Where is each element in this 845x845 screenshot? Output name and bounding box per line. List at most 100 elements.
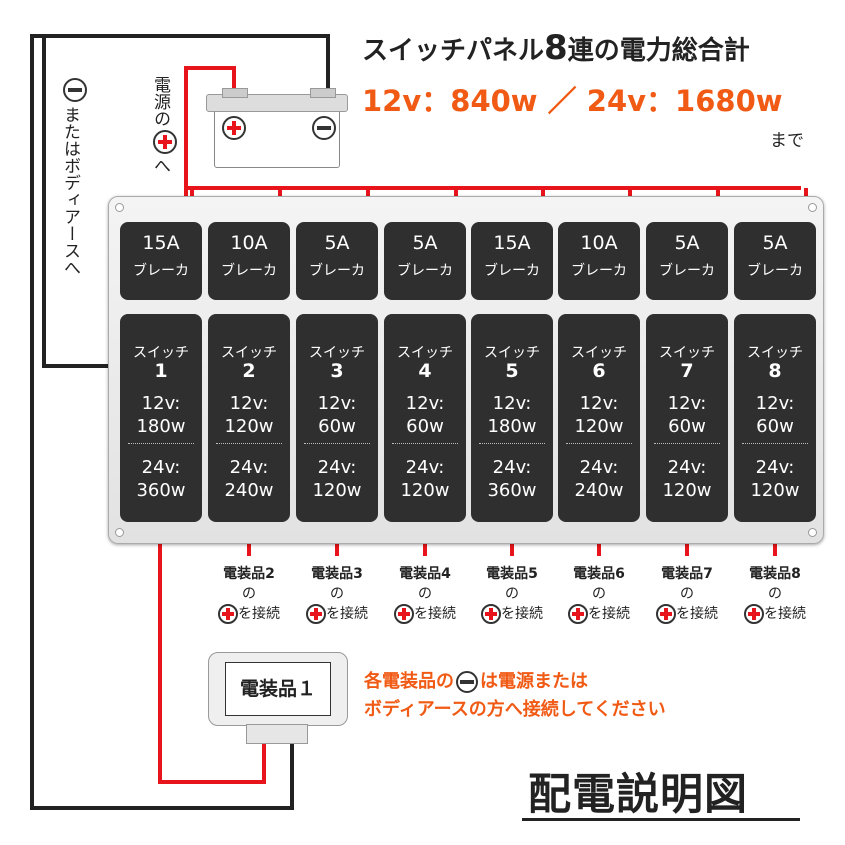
power-12v: 12v:120w bbox=[574, 393, 624, 437]
breaker-1: 15A ブレーカ bbox=[120, 222, 202, 300]
battery-top bbox=[206, 94, 348, 112]
switch-3: スイッチ 3 12v:60w 24v:120w bbox=[296, 314, 378, 522]
battery bbox=[206, 88, 348, 168]
connect-text: を接続 bbox=[588, 606, 630, 622]
connect-text: を接続 bbox=[238, 606, 280, 622]
breaker-amp: 5A bbox=[674, 232, 700, 254]
connection-label-6: 電装品6 の を接続 bbox=[556, 564, 642, 624]
device-name: 電装品5 bbox=[486, 566, 538, 582]
power-12v: 12v:60w bbox=[667, 393, 707, 437]
big-title-underline bbox=[522, 818, 800, 821]
breaker-8: 5A ブレーカ bbox=[734, 222, 816, 300]
screw-icon bbox=[808, 528, 817, 537]
device-name: 電装品3 bbox=[311, 566, 363, 582]
breaker-label: ブレーカ bbox=[397, 263, 453, 279]
power-plus-label: 電源のへ bbox=[150, 76, 177, 174]
breaker-5: 15A ブレーカ bbox=[471, 222, 553, 300]
plus-icon bbox=[656, 604, 676, 624]
breaker-amp: 15A bbox=[142, 232, 180, 254]
power-24v: 24v:120w bbox=[750, 457, 800, 501]
switch-7: スイッチ 7 12v:60w 24v:120w bbox=[646, 314, 728, 522]
breaker-amp: 10A bbox=[580, 232, 618, 254]
switch-label: スイッチ bbox=[221, 345, 277, 361]
switch-number: 1 bbox=[154, 360, 168, 382]
breaker-3: 5A ブレーカ bbox=[296, 222, 378, 300]
ground-note: 各電装品のは電源または ボディアースの方へ接続してください bbox=[364, 671, 666, 720]
power-24v: 24v:360w bbox=[487, 457, 537, 501]
plus-icon bbox=[568, 604, 588, 624]
divider bbox=[479, 443, 545, 444]
switch-number: 7 bbox=[680, 360, 694, 382]
switch-label: スイッチ bbox=[133, 345, 189, 361]
minus-icon bbox=[63, 78, 87, 102]
switch-2: スイッチ 2 12v:120w 24v:240w bbox=[208, 314, 290, 522]
connection-label-2: 電装品2 の を接続 bbox=[206, 564, 292, 624]
switch-5: スイッチ 5 12v:180w 24v:360w bbox=[471, 314, 553, 522]
switch-label: スイッチ bbox=[571, 345, 627, 361]
breaker-4: 5A ブレーカ bbox=[384, 222, 466, 300]
breaker-amp: 5A bbox=[412, 232, 438, 254]
screw-icon bbox=[808, 203, 817, 212]
device-name: 電装品8 bbox=[749, 566, 801, 582]
breaker-amp: 15A bbox=[493, 232, 531, 254]
title-line3: まで bbox=[770, 131, 804, 151]
switch-number: 8 bbox=[768, 360, 782, 382]
device-name: 電装品6 bbox=[573, 566, 625, 582]
connect-text: を接続 bbox=[414, 606, 456, 622]
power-12v: 12v:60w bbox=[317, 393, 357, 437]
power-24v: 24v:120w bbox=[312, 457, 362, 501]
switch-number: 3 bbox=[330, 360, 344, 382]
power-24v: 24v:120w bbox=[400, 457, 450, 501]
switch-label: スイッチ bbox=[747, 345, 803, 361]
plus-icon bbox=[394, 604, 414, 624]
switch-4: スイッチ 4 12v:60w 24v:120w bbox=[384, 314, 466, 522]
divider bbox=[128, 443, 194, 444]
ground-wire bbox=[30, 34, 330, 810]
no-text: の bbox=[505, 586, 519, 602]
minus-icon bbox=[456, 671, 478, 693]
connect-text: を接続 bbox=[676, 606, 718, 622]
breaker-label: ブレーカ bbox=[659, 263, 715, 279]
power-24v: 24v:240w bbox=[574, 457, 624, 501]
plus-icon bbox=[218, 604, 238, 624]
divider bbox=[566, 443, 632, 444]
device1-housing: 電装品１ bbox=[208, 652, 348, 726]
connection-label-3: 電装品3 の を接続 bbox=[294, 564, 380, 624]
switch-number: 2 bbox=[242, 360, 256, 382]
divider bbox=[216, 443, 282, 444]
connection-label-4: 電装品4 の を接続 bbox=[382, 564, 468, 624]
breaker-6: 10A ブレーカ bbox=[558, 222, 640, 300]
breaker-label: ブレーカ bbox=[221, 263, 277, 279]
screw-icon bbox=[115, 203, 124, 212]
breaker-amp: 5A bbox=[324, 232, 350, 254]
power-12v: 12v:60w bbox=[755, 393, 795, 437]
switch-label: スイッチ bbox=[309, 345, 365, 361]
no-text: の bbox=[418, 586, 432, 602]
power-24v: 24v:120w bbox=[662, 457, 712, 501]
breaker-label: ブレーカ bbox=[484, 263, 540, 279]
divider bbox=[392, 443, 458, 444]
switch-6: スイッチ 6 12v:120w 24v:240w bbox=[558, 314, 640, 522]
divider bbox=[304, 443, 370, 444]
breaker-2: 10A ブレーカ bbox=[208, 222, 290, 300]
breaker-label: ブレーカ bbox=[309, 263, 365, 279]
breaker-7: 5A ブレーカ bbox=[646, 222, 728, 300]
device-name: 電装品2 bbox=[223, 566, 275, 582]
connect-text: を接続 bbox=[501, 606, 543, 622]
plus-icon bbox=[153, 130, 177, 154]
device1: 電装品１ bbox=[208, 652, 348, 744]
power-wire-main bbox=[184, 66, 236, 240]
plus-icon bbox=[306, 604, 326, 624]
switch-number: 5 bbox=[505, 360, 519, 382]
switch-label: スイッチ bbox=[484, 345, 540, 361]
device-name: 電装品7 bbox=[661, 566, 713, 582]
plus-icon bbox=[222, 116, 246, 140]
title-line1: スイッチパネル8連の電力総合計 bbox=[362, 28, 750, 68]
connection-label-7: 電装品7 の を接続 bbox=[644, 564, 730, 624]
connect-text: を接続 bbox=[326, 606, 368, 622]
breaker-label: ブレーカ bbox=[133, 263, 189, 279]
switch-number: 4 bbox=[418, 360, 432, 382]
divider bbox=[742, 443, 808, 444]
no-text: の bbox=[242, 586, 256, 602]
device1-plug bbox=[246, 724, 308, 744]
